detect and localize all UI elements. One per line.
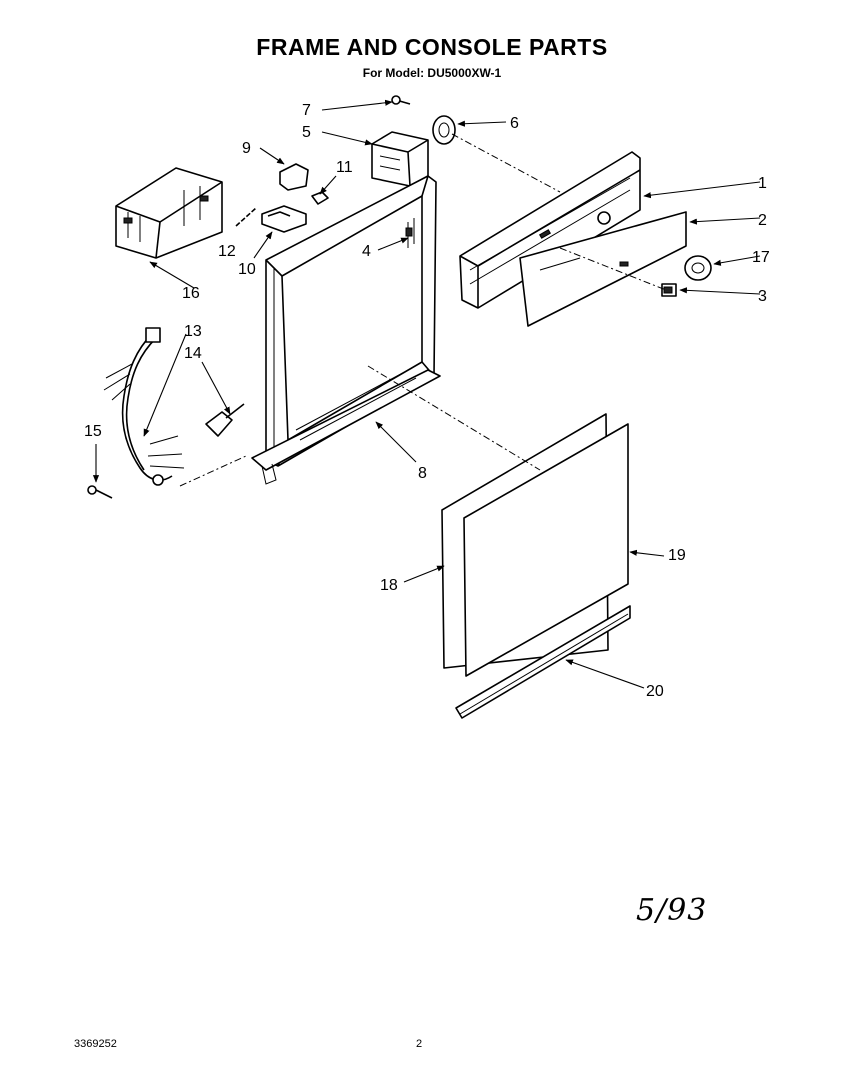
part-15-screw: [87, 485, 113, 499]
callout-13: 13: [184, 323, 202, 340]
callout-12: 12: [218, 243, 236, 260]
callout-19: 19: [668, 547, 686, 564]
part-11-plug: [311, 191, 329, 205]
callout-10: 10: [238, 261, 256, 278]
callout-2: 2: [758, 212, 767, 229]
callout-14: 14: [184, 345, 202, 362]
callout-4: 4: [362, 243, 371, 260]
part-2-control-overlay: [519, 211, 687, 327]
callout-11: 11: [336, 159, 353, 176]
part-5-switch-assembly: [371, 131, 429, 187]
leader-lines: [92, 99, 761, 689]
part-8-frame-bottom: [251, 367, 441, 485]
callout-15: 15: [84, 423, 102, 440]
callout-17: 17: [752, 249, 770, 266]
callout-labels: 1 2 3 4 5 6 7 8 9 10 11 12 13 14 15 16 1…: [84, 102, 770, 700]
part-12-strip: [235, 207, 257, 227]
callout-7: 7: [302, 102, 311, 119]
part-17-knob: [684, 255, 712, 281]
footer-page-number: 2: [416, 1038, 423, 1050]
part-13-wire-harness: [103, 327, 185, 486]
callout-18: 18: [380, 577, 398, 594]
alignment-lines: [179, 133, 667, 487]
callout-3: 3: [758, 288, 767, 305]
part-3-button: [661, 283, 677, 297]
part-14-power-cord: [205, 403, 245, 437]
part-16-console-bracket: [115, 167, 223, 259]
part-7-screw: [391, 95, 411, 105]
handwritten-date-note: 5/93: [636, 893, 708, 928]
page-title: FRAME AND CONSOLE PARTS: [256, 34, 608, 60]
callout-20: 20: [646, 683, 664, 700]
callout-6: 6: [510, 115, 519, 132]
callout-9: 9: [242, 140, 251, 157]
part-10-bracket: [261, 205, 307, 233]
part-6-knob: [432, 115, 456, 145]
part-9-clip: [279, 163, 309, 191]
footer-document-number: 3369252: [74, 1038, 117, 1050]
part-19-door-front: [463, 423, 629, 677]
callout-16: 16: [182, 285, 200, 302]
callout-1: 1: [758, 175, 767, 192]
part-1-console-panel: [459, 151, 641, 309]
callout-8: 8: [418, 465, 427, 482]
model-subtitle: For Model: DU5000XW-1: [362, 66, 502, 80]
callout-5: 5: [302, 124, 311, 141]
part-20-trim-strip: [455, 605, 631, 719]
